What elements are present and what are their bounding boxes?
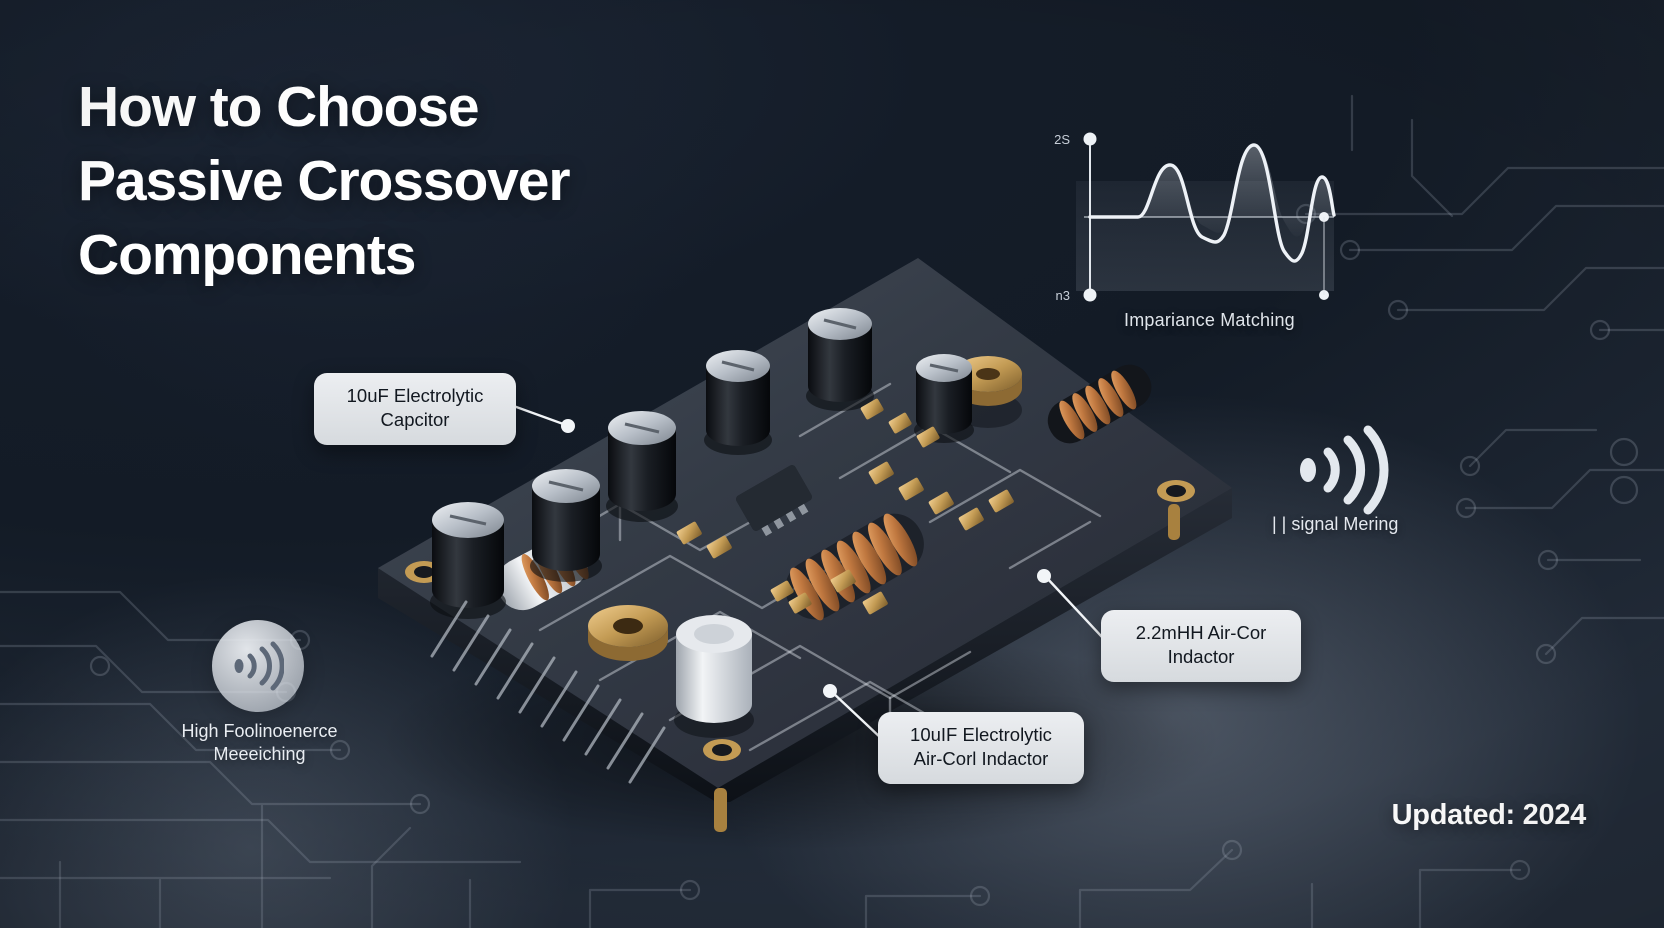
updated-text: Updated: 2024 [1392, 799, 1587, 832]
callout-capacitor-line-2: Capcitor [331, 408, 499, 432]
callout-capacitor-line-1: 10uF Electrolytic [331, 384, 499, 408]
callout-inductor-right-line-1: 2.2mHH Air-Cor [1118, 621, 1284, 645]
signal-waves-icon [1296, 424, 1392, 516]
performance-badge-label: High Foolinoenerce Meeeiching [152, 720, 367, 766]
callout-air-core-inductor-right[interactable]: 2.2mHH Air-Cor Indactor [1101, 610, 1301, 682]
title-line-2: Passive Crossover [78, 144, 698, 218]
signal-icon-label: | | signal Mering [1272, 514, 1398, 535]
callout-capacitor[interactable]: 10uF Electrolytic Capcitor [314, 373, 516, 445]
badge-label-line-1: High Foolinoenerce [152, 720, 367, 743]
badge-signal-waves-icon [234, 641, 284, 691]
waveform-chart-label: Impariance Matching [1124, 310, 1295, 331]
badge-label-line-2: Meeeiching [152, 743, 367, 766]
callout-air-core-inductor-bottom[interactable]: 10uIF Electrolytic Air-Corl Indactor [878, 712, 1084, 784]
callout-inductor-right-line-2: Indactor [1118, 645, 1284, 669]
chart-tick-bottom: n3 [1056, 288, 1070, 303]
chart-tick-top: 2S [1054, 132, 1070, 147]
page-title: How to Choose Passive Crossover Componen… [78, 70, 698, 292]
callout-inductor-bottom-line-2: Air-Corl Indactor [895, 747, 1067, 771]
title-line-1: How to Choose [78, 70, 698, 144]
performance-badge [212, 620, 304, 712]
callout-inductor-bottom-line-1: 10uIF Electrolytic [895, 723, 1067, 747]
circuit-board-illustration [370, 250, 1250, 850]
impedance-waveform-chart: 2S n3 [1054, 125, 1336, 315]
title-line-3: Components [78, 218, 698, 292]
